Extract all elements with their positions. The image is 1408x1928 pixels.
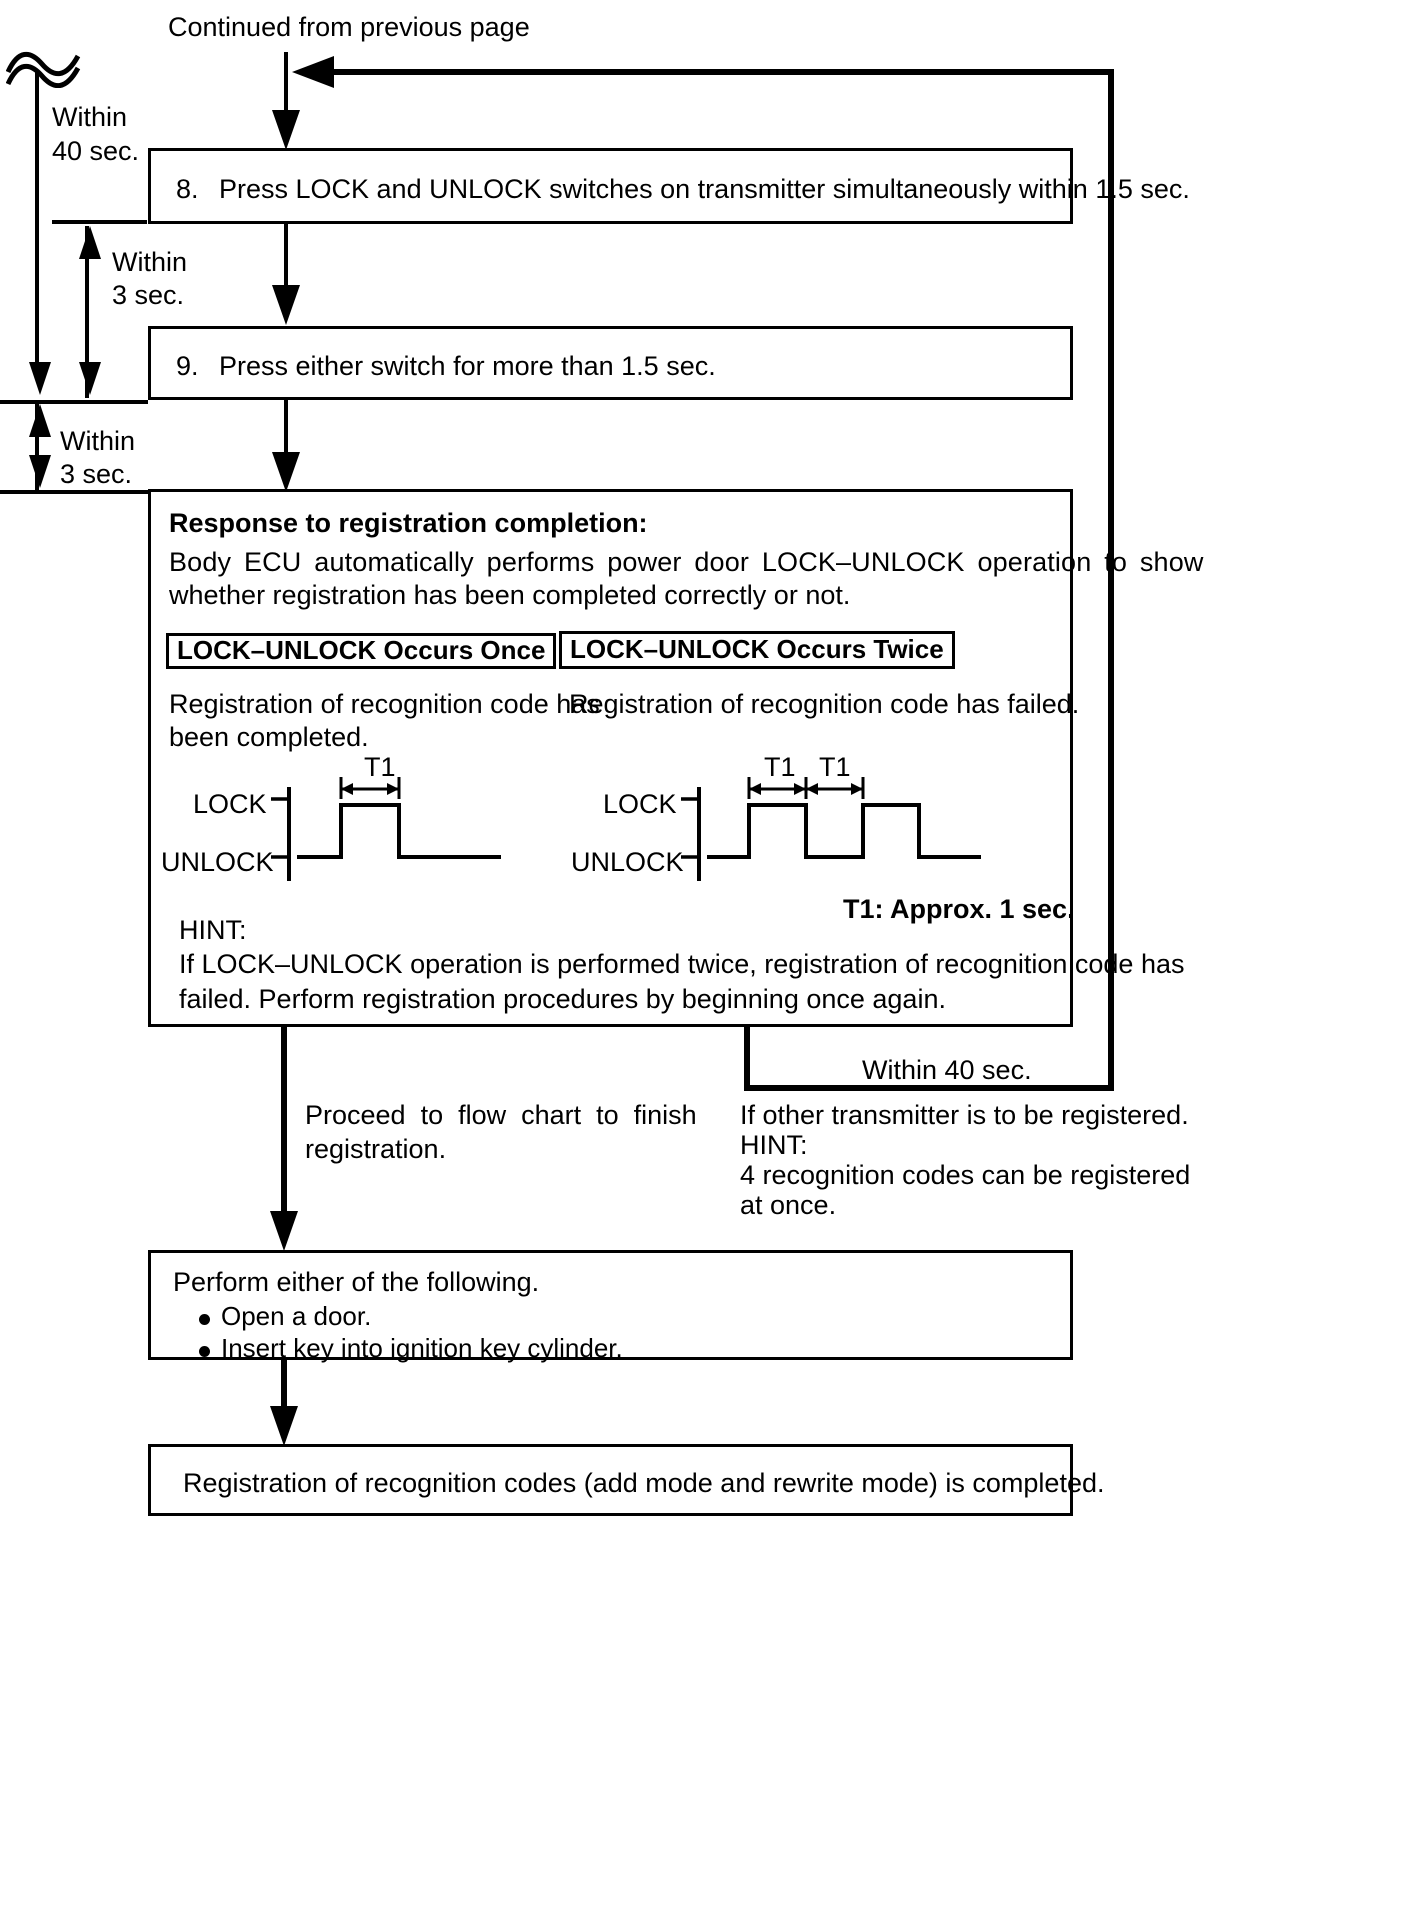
timing-rail-3sec-a-line <box>85 226 89 398</box>
trunk-title-to-step8 <box>284 52 288 132</box>
within-40sec-label-line2: 40 sec. <box>52 136 140 166</box>
perform-box-bullet-2-text: Insert key into ignition key cylinder. <box>221 1333 623 1363</box>
branch-right-line3: at once. <box>740 1190 837 1220</box>
loopback-branch-stub <box>744 1026 750 1088</box>
response-hint-line2: failed. Perform registration procedures … <box>179 984 946 1014</box>
case-left-desc-line2: been completed. <box>169 722 369 752</box>
case-right-t1-note: T1: Approx. 1 sec. <box>843 894 1075 924</box>
timing-rail-40sec-arrow-down <box>29 362 51 395</box>
perform-box-heading: Perform either of the following. <box>173 1267 540 1297</box>
final-box-text: Registration of recognition codes (add m… <box>183 1468 1105 1498</box>
step-9-box: 9. Press either switch for more than 1.5… <box>148 326 1073 400</box>
branch-right-hint-title: HINT: <box>740 1130 808 1160</box>
loopback-bottom-wire <box>744 1085 1114 1091</box>
case-right-desc-line1: Registration of recognition code has fai… <box>569 689 1080 719</box>
case-left-wave-label-lock: LOCK <box>193 789 267 819</box>
continued-from-previous-page-label: Continued from previous page <box>168 12 530 42</box>
timing-rail-40sec-line <box>35 72 39 368</box>
case-left-wave-label-unlock: UNLOCK <box>161 847 274 877</box>
trunk-step8-to-step9 <box>284 224 288 294</box>
perform-either-box: Perform either of the following. Open a … <box>148 1250 1073 1363</box>
bullet-dot-icon <box>199 1346 210 1357</box>
within-3sec-b-label-line2: 3 sec. <box>60 459 133 489</box>
trunk-response-to-perform <box>281 1027 287 1227</box>
trunk-perform-to-final <box>281 1360 287 1422</box>
response-box-body-line1: Body ECU automatically performs power do… <box>169 547 1204 577</box>
timing-rail-3sec-b-arrow-up <box>29 404 51 437</box>
branch-right-loop-label: Within 40 sec. <box>862 1055 1032 1085</box>
trunk-arrow-to-step8 <box>272 110 300 150</box>
case-left-waveform <box>271 777 501 881</box>
branch-left-line2: registration. <box>305 1134 447 1164</box>
timing-rail-3sec-b-arrow-down <box>29 455 51 488</box>
case-left-label-text: LOCK–UNLOCK Occurs Once <box>177 634 546 665</box>
trunk-arrow-to-response <box>272 452 300 492</box>
perform-box-bullet-1-text: Open a door. <box>221 1301 372 1331</box>
loopback-top-wire <box>330 69 1114 75</box>
loopback-arrow-left <box>292 56 334 88</box>
within-3sec-b-label-line1: Within <box>60 426 136 456</box>
branch-left-line1: Proceed to flow chart to finish <box>305 1100 697 1130</box>
response-box-heading: Response to registration completion: <box>169 508 648 538</box>
timing-rail-3sec-b-line <box>35 404 39 490</box>
bullet-dot-icon <box>199 1314 210 1325</box>
case-left-desc-line1: Registration of recognition code has <box>169 689 600 719</box>
trunk-step9-to-response <box>284 400 288 462</box>
trunk-arrow-to-step9 <box>272 285 300 325</box>
timing-rail-3sec-a-arrow-down <box>79 362 101 395</box>
trunk-arrow-to-final <box>270 1406 298 1446</box>
case-left-marker-t1: T1 <box>364 752 396 782</box>
case-right-wave-label-lock: LOCK <box>603 789 677 819</box>
step-9-text: Press either switch for more than 1.5 se… <box>219 351 716 381</box>
within-3sec-a-label-line2: 3 sec. <box>112 280 185 310</box>
response-to-registration-completion-box: Response to registration completion: Bod… <box>148 489 1203 1027</box>
response-hint-line1: If LOCK–UNLOCK operation is performed tw… <box>179 949 1185 979</box>
within-40sec-label-line1: Within <box>52 102 128 132</box>
case-right-label-text: LOCK–UNLOCK Occurs Twice <box>570 633 944 664</box>
branch-right-line1: If other transmitter is to be registered… <box>740 1100 1189 1130</box>
branch-right-line2: 4 recognition codes can be registered <box>740 1160 1191 1190</box>
case-right-marker-t1-first: T1 <box>764 752 796 782</box>
case-right-wave-label-unlock: UNLOCK <box>571 847 684 877</box>
timing-tick-upper <box>52 220 147 224</box>
timing-tick-lower <box>0 490 148 494</box>
perform-box-bullet-1: Open a door. <box>199 1301 371 1332</box>
trunk-arrow-to-perform <box>270 1211 298 1251</box>
step-8-text: Press LOCK and UNLOCK switches on transm… <box>219 174 1190 204</box>
case-left-label-box: LOCK–UNLOCK Occurs Once <box>166 633 557 669</box>
timing-rail-3sec-a-arrow-up <box>79 226 101 259</box>
response-hint-title: HINT: <box>179 915 247 945</box>
timing-tick-middle <box>0 400 148 404</box>
step-8-number: 8. <box>176 174 199 204</box>
step-8-box: 8. Press LOCK and UNLOCK switches on tra… <box>148 148 1190 224</box>
step-9-number: 9. <box>176 351 199 381</box>
break-squiggle-icon <box>6 52 81 88</box>
loopback-right-vertical <box>1108 69 1114 1091</box>
case-right-waveform <box>681 777 981 881</box>
within-3sec-a-label-line1: Within <box>112 247 188 277</box>
registration-completed-box: Registration of recognition codes (add m… <box>148 1444 1104 1516</box>
response-box-body-line2: whether registration has been completed … <box>169 580 851 610</box>
case-right-label-box: LOCK–UNLOCK Occurs Twice <box>559 631 955 669</box>
case-right-marker-t1-second: T1 <box>819 752 851 782</box>
perform-box-bullet-2: Insert key into ignition key cylinder. <box>199 1333 623 1364</box>
